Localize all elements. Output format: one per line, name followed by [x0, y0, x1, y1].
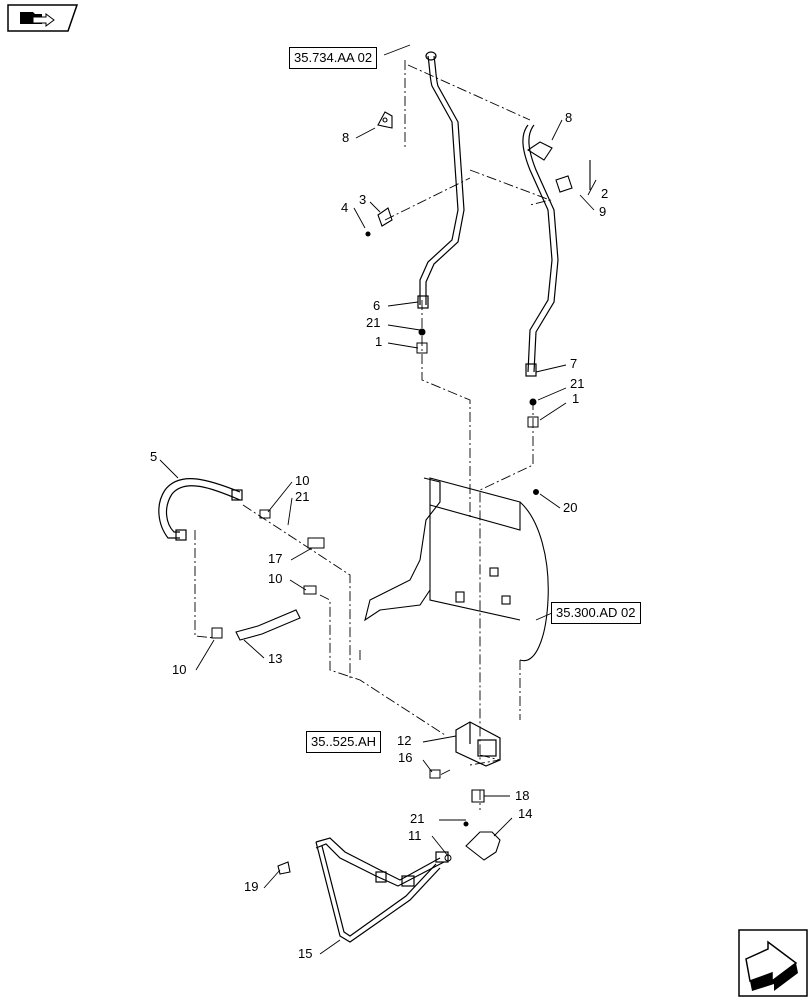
next-page-arrow-icon[interactable]: [738, 929, 808, 997]
callout-8-left: 8: [342, 130, 349, 145]
callout-21-a: 21: [366, 315, 380, 330]
callout-14: 14: [518, 806, 532, 821]
callout-9: 9: [599, 204, 606, 219]
callout-10-a: 10: [295, 473, 309, 488]
callout-21-c: 21: [295, 489, 309, 504]
callout-2: 2: [601, 186, 608, 201]
callout-3: 3: [359, 192, 366, 207]
callout-7: 7: [570, 356, 577, 371]
tube-15: [315, 837, 449, 943]
callout-8-right: 8: [565, 110, 572, 125]
callout-5: 5: [150, 449, 157, 464]
clamp-bracket: [555, 160, 591, 193]
callout-21-d: 21: [410, 811, 424, 826]
valve-12: [455, 721, 501, 767]
callout-1-b: 1: [572, 391, 579, 406]
clamp-left: [377, 111, 393, 129]
hose-5: [158, 478, 243, 541]
callout-17: 17: [268, 551, 282, 566]
folder-arrow-icon[interactable]: [6, 4, 79, 32]
callout-16: 16: [398, 750, 412, 765]
callout-12: 12: [397, 733, 411, 748]
steel-tube-left: [417, 51, 465, 309]
reference-link-35-300[interactable]: 35.300.AD 02: [551, 602, 641, 624]
leader-lines: [194, 60, 552, 810]
callout-10-b: 10: [268, 571, 282, 586]
callout-19: 19: [244, 879, 258, 894]
callout-4: 4: [341, 200, 348, 215]
reference-link-35-734[interactable]: 35.734.AA 02: [289, 47, 378, 69]
callout-10-c: 10: [172, 662, 186, 677]
elbow-14: [465, 831, 501, 861]
callout-20: 20: [563, 500, 577, 515]
callout-leaders: [159, 44, 597, 955]
callout-1-a: 1: [375, 334, 382, 349]
callout-18: 18: [515, 788, 529, 803]
frame-panel: [364, 477, 549, 662]
callout-21-b: 21: [570, 376, 584, 391]
callout-6: 6: [373, 298, 380, 313]
callout-15: 15: [298, 946, 312, 961]
reference-link-35-525[interactable]: 35..525.AH: [306, 731, 382, 753]
clamp-right: [526, 141, 553, 161]
callout-13: 13: [268, 651, 282, 666]
callout-11: 11: [408, 828, 422, 843]
steel-tube-right: [522, 124, 559, 377]
hose-13: [235, 609, 301, 641]
clamp-3-bolt: [365, 207, 393, 237]
